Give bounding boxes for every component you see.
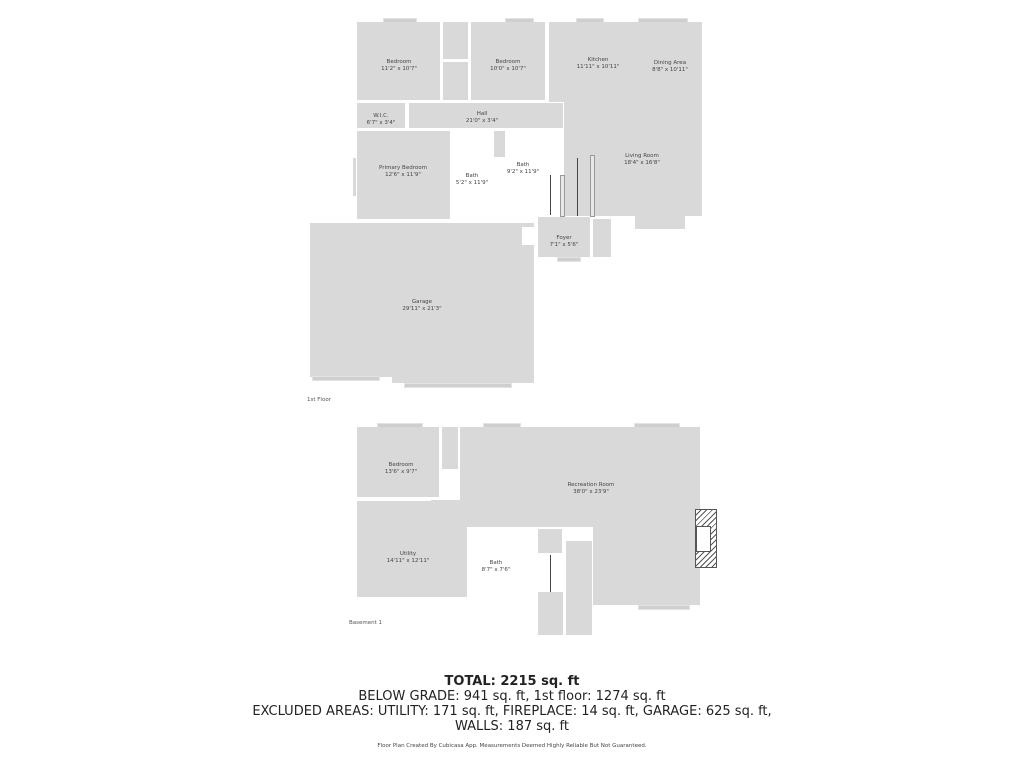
stair-arrow — [550, 555, 551, 592]
room-hall — [409, 103, 563, 128]
room-recreation — [460, 427, 700, 527]
total-area: TOTAL: 2215 sq. ft — [444, 674, 580, 689]
vanity — [494, 131, 505, 157]
label-wic: W.I.C.6'7" x 3'4" — [366, 113, 396, 126]
landing — [538, 529, 562, 553]
closet — [443, 62, 468, 100]
floor-name-basement: Basement 1 — [349, 620, 383, 626]
closet — [443, 22, 468, 59]
room-bedroom-1 — [357, 22, 440, 100]
window — [353, 158, 356, 196]
stair-rail — [560, 175, 565, 217]
window — [312, 376, 380, 381]
firebox — [696, 526, 711, 552]
window — [638, 605, 690, 610]
room-living — [564, 100, 702, 216]
closet — [442, 427, 458, 469]
room-primary-bedroom — [357, 131, 450, 219]
room-recreation-lower — [593, 527, 700, 605]
floor-name-1st: 1st Floor — [307, 397, 331, 403]
room-wic — [357, 103, 405, 128]
stair-line — [577, 158, 578, 216]
area-breakdown: BELOW GRADE: 941 sq. ft, 1st floor: 1274… — [358, 689, 666, 704]
garage-door — [404, 383, 512, 388]
room-utility — [357, 501, 467, 597]
garage-door-area — [392, 375, 534, 383]
bay-window — [635, 214, 685, 229]
stair-arrow — [550, 175, 551, 215]
excluded-areas: EXCLUDED AREAS: UTILITY: 171 sq. ft, FIR… — [252, 704, 772, 719]
disclaimer: Floor Plan Created By Cubicasa App. Meas… — [377, 743, 647, 749]
walls-area: WALLS: 187 sq. ft — [455, 719, 569, 734]
closet — [593, 219, 611, 257]
room-foyer — [538, 217, 590, 257]
fireplace — [695, 509, 717, 568]
room-garage — [310, 223, 534, 377]
room-bedroom-2 — [471, 22, 545, 100]
door — [557, 257, 581, 262]
stair-bottom — [538, 592, 563, 635]
room-bedroom-basement — [357, 427, 439, 497]
garage-entry — [522, 227, 534, 245]
room-kitchen-dining — [549, 22, 702, 102]
stair-rail — [590, 155, 595, 217]
stairs — [566, 541, 592, 635]
